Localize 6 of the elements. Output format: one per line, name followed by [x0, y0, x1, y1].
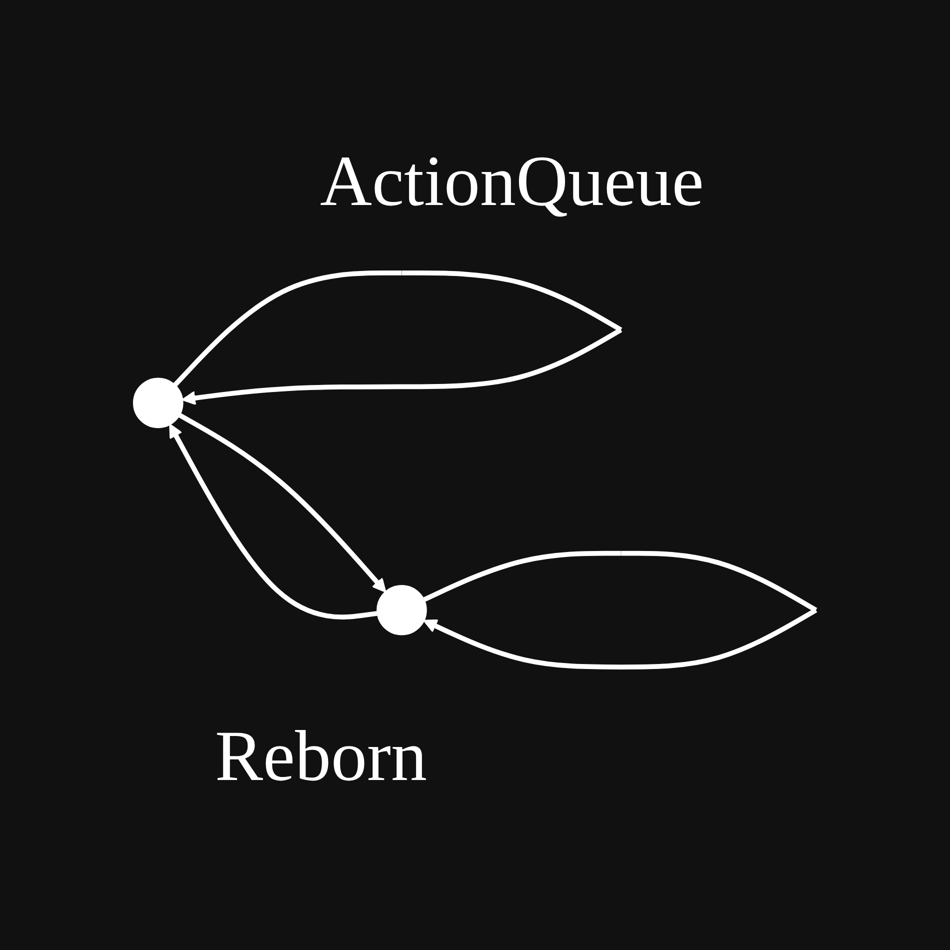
node-circle	[376, 584, 427, 636]
arrow	[169, 424, 378, 620]
title-text: Reborn	[215, 715, 427, 798]
node-circle	[132, 378, 184, 428]
arrow	[178, 412, 386, 593]
title-text: ActionQueue	[320, 140, 704, 223]
